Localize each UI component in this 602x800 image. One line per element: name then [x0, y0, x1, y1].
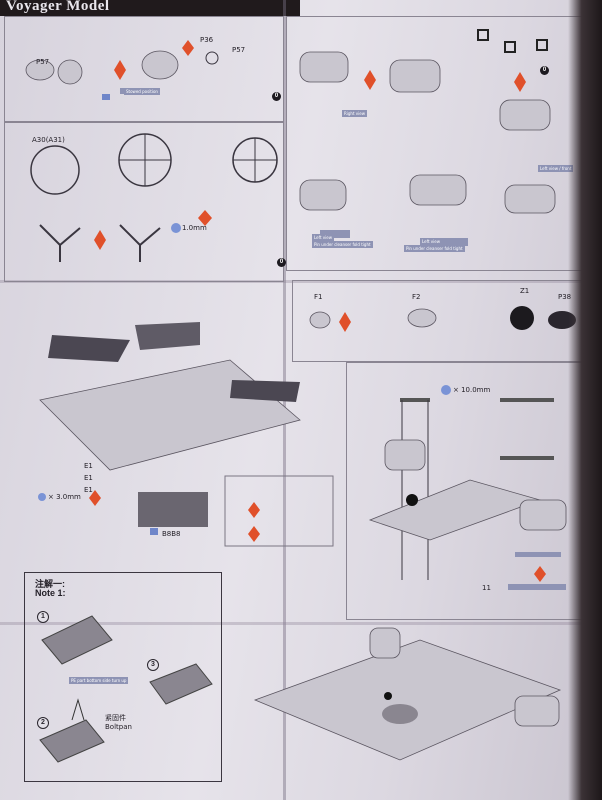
- part-label: E1: [84, 462, 93, 470]
- dimension-label: 1.0mm: [182, 224, 207, 232]
- note-step-1: 1: [37, 611, 49, 623]
- wheel-part-icon: [25, 50, 219, 85]
- caption: Pin under cleanser fold tight: [312, 241, 373, 248]
- caption: Left view: [312, 234, 335, 241]
- part-label: A30(A31): [32, 136, 65, 144]
- frame-assembly-icon: [368, 398, 567, 590]
- note-step-3: 3: [147, 659, 159, 671]
- part-label: P38: [558, 293, 572, 301]
- caption: Left view / front: [538, 165, 574, 172]
- horizontal-fold: [0, 622, 602, 625]
- part-label: F2: [412, 293, 421, 301]
- panel-step-b: [4, 122, 284, 282]
- part-label: E1: [84, 486, 93, 494]
- part-label: Z1: [520, 287, 530, 295]
- caption: Left view: [420, 238, 443, 245]
- brand-title: Voyager Model: [6, 0, 110, 14]
- caption: Pin under cleanser fold tight: [404, 245, 465, 252]
- header-strip: Voyager Model: [0, 0, 300, 16]
- note-box: 注解一: Note 1: 1 2 3 PE part bottom side t…: [24, 572, 222, 782]
- note-heading: 注解一:: [35, 579, 65, 589]
- part-label: E1: [84, 474, 93, 482]
- part-label: F1: [314, 293, 323, 301]
- horizontal-fold: [0, 280, 602, 283]
- part-label: P36: [200, 36, 214, 44]
- note-boltpan-label: Boltpan: [105, 723, 132, 731]
- note-cn-label: 紧固件: [105, 714, 126, 722]
- base-plate-icon: [39, 322, 301, 471]
- final-assembly-icon: [253, 627, 562, 761]
- step-badge: 0: [272, 92, 281, 101]
- step-badge: 0: [277, 258, 286, 267]
- part-code: B8B8: [162, 530, 181, 538]
- panel-step-a: [4, 16, 284, 122]
- dimension-label: × 3.0mm: [48, 493, 81, 501]
- part-label: P57: [232, 46, 246, 54]
- note-caption: PE part bottom side turn up: [69, 677, 129, 684]
- caption: Stowed position: [124, 88, 160, 95]
- tank-module-icon: [299, 51, 556, 214]
- step-badge: 0: [540, 66, 549, 75]
- part-label: P57: [36, 58, 50, 66]
- note-step-2: 2: [37, 717, 49, 729]
- wheel-assembly-icon: [30, 133, 278, 195]
- step-number: 11: [482, 584, 491, 592]
- note-title: Note 1:: [35, 588, 66, 598]
- photo-edge-shadow: [568, 0, 602, 800]
- caption: Right view: [342, 110, 368, 117]
- dimension-label: × 10.0mm: [453, 386, 491, 394]
